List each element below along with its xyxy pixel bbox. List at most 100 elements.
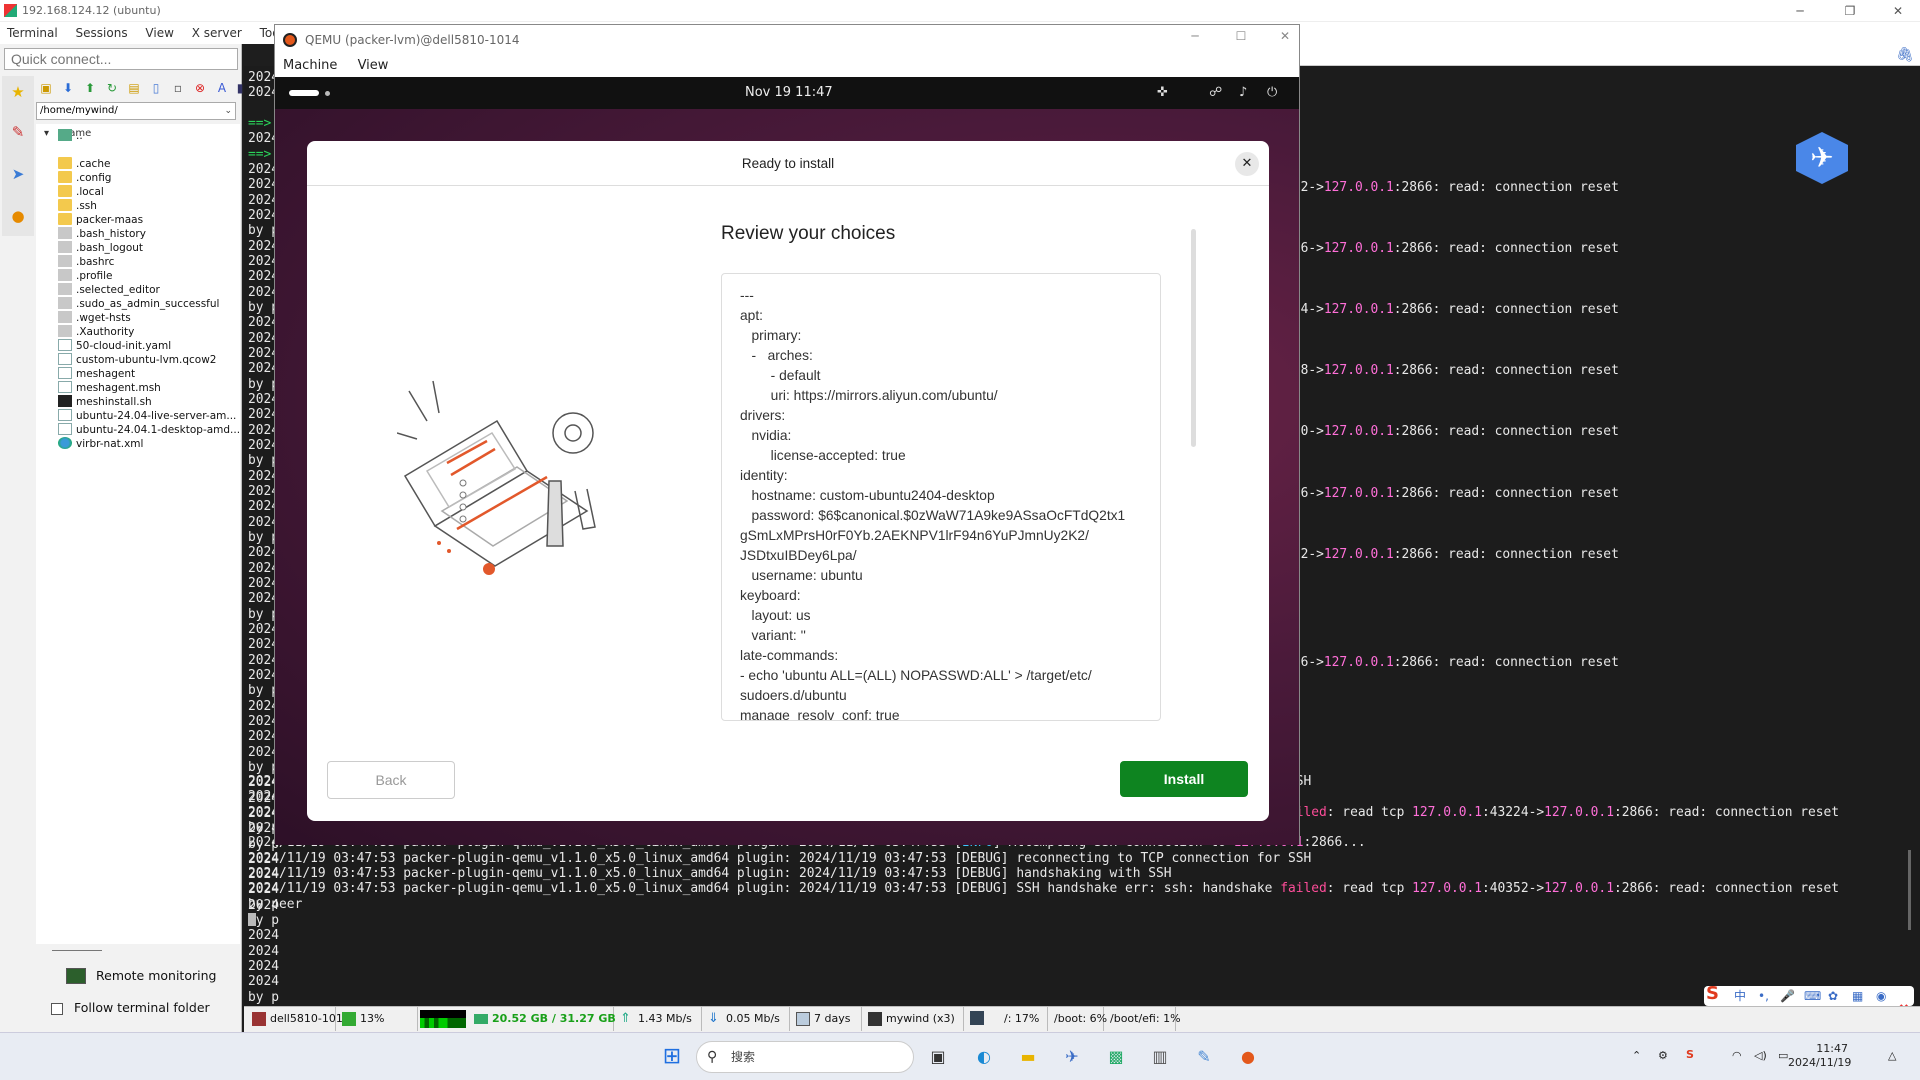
file-row[interactable]: .bash_history (58, 226, 240, 243)
file-row[interactable]: .bash_logout (58, 240, 240, 257)
dialog-close-icon[interactable]: ✕ (1235, 152, 1259, 176)
qemu-close-icon[interactable]: ✕ (1279, 29, 1291, 43)
file-row[interactable]: meshagent (58, 366, 240, 383)
install-button[interactable]: Install (1120, 761, 1248, 797)
follow-terminal-checkbox[interactable] (51, 1003, 63, 1015)
back-button[interactable]: Back (327, 761, 455, 799)
macro-icon[interactable]: ● (11, 207, 25, 225)
workspace-indicator[interactable] (289, 90, 319, 96)
mic-icon[interactable]: 🎤 (1780, 989, 1795, 1003)
task-view-icon[interactable]: ▣ (930, 1047, 946, 1066)
volume-icon[interactable]: ♪ (1239, 85, 1248, 100)
file-row[interactable]: ubuntu-24.04-live-server-am... (58, 408, 240, 425)
tray-sogou-icon[interactable]: S (1686, 1048, 1694, 1061)
file-name: .cache (76, 158, 111, 170)
file-row[interactable]: .Xauthority (58, 324, 240, 341)
sogou-icon[interactable]: S (1706, 983, 1719, 1004)
permissions-icon[interactable]: ▮ (236, 81, 244, 95)
quick-connect-input[interactable] (4, 48, 238, 70)
file-row[interactable]: .config (58, 170, 240, 187)
qemu-minimize-icon[interactable]: ─ (1191, 29, 1199, 43)
notification-bell-icon[interactable]: △ (1888, 1049, 1897, 1062)
tools-icon[interactable]: ✎ (11, 123, 25, 141)
edge-icon[interactable]: ◐ (977, 1047, 991, 1066)
explorer-icon[interactable]: ▬ (1020, 1047, 1036, 1066)
download-icon[interactable]: ⬇ (62, 81, 74, 95)
paperclip-icon[interactable]: 🖇 (1896, 47, 1914, 63)
file-row[interactable]: .cache (58, 156, 240, 173)
file-name: ubuntu-24.04.1-desktop-amd... (76, 424, 240, 436)
dialog-scrollbar[interactable] (1191, 229, 1196, 447)
toolbox-icon[interactable]: ▦ (1852, 989, 1864, 1003)
bird-taskbar-icon[interactable]: ✈ (1065, 1047, 1079, 1066)
keyboard-icon[interactable]: ⌨ (1804, 989, 1822, 1003)
file-row[interactable]: .profile (58, 268, 240, 285)
power-icon[interactable]: ⏻ (1267, 85, 1278, 100)
file-row[interactable]: .local (58, 184, 240, 201)
sftp-icon[interactable]: ➤ (11, 165, 25, 183)
star-icon[interactable]: ★ (11, 83, 25, 101)
upload-icon[interactable]: ⬆ (84, 81, 96, 95)
qemu-taskbar-icon[interactable]: ● (1241, 1047, 1255, 1066)
file-row[interactable]: 50-cloud-init.yaml (58, 338, 240, 355)
file-name: .profile (76, 270, 113, 282)
file-row[interactable]: .wget-hsts (58, 310, 240, 327)
battery-icon[interactable]: ▭ (1778, 1049, 1789, 1062)
speaker-icon[interactable]: ◁) (1754, 1049, 1767, 1062)
menu-qemu-view[interactable]: View (357, 58, 389, 73)
accessibility-icon[interactable]: ✜ (1157, 85, 1168, 100)
mobaxterm-taskbar-icon[interactable]: ▩ (1108, 1047, 1124, 1066)
file-row[interactable]: virbr-nat.xml (58, 436, 240, 453)
restore-icon[interactable]: ❐ (1844, 4, 1856, 18)
remote-monitoring-button[interactable]: Remote monitoring (96, 968, 217, 983)
refresh-icon[interactable]: ↻ (106, 81, 118, 95)
file-row[interactable]: meshinstall.sh (58, 394, 240, 411)
taskbar-clock[interactable]: 11:47 2024/11/19 (1788, 1042, 1851, 1070)
file-icon (58, 353, 72, 365)
file-row[interactable]: custom-ubuntu-lvm.qcow2 (58, 352, 240, 369)
qemu-maximize-icon[interactable]: ☐ (1235, 29, 1247, 43)
taskbar-search[interactable]: ⚲ 搜索 (696, 1041, 914, 1073)
chevron-down-icon[interactable]: ⌄ (224, 106, 232, 116)
menu-view[interactable]: View (145, 26, 174, 40)
menu-terminal[interactable]: Terminal (7, 26, 58, 40)
menu-x-server[interactable]: X server (191, 26, 242, 40)
files-header[interactable]: ▾ Name (44, 128, 92, 139)
terminal-taskbar-icon[interactable]: ▥ (1152, 1047, 1168, 1066)
new-folder-icon[interactable]: ▤ (128, 81, 140, 95)
file-icon (58, 367, 72, 379)
file-row[interactable]: ubuntu-24.04.1-desktop-amd... (58, 422, 240, 439)
autoinstall-config-box[interactable]: ---apt: primary: - arches: - default uri… (721, 273, 1161, 721)
file-row[interactable]: packer-maas (58, 212, 240, 229)
minimize-icon[interactable]: ─ (1796, 4, 1804, 18)
file-row[interactable]: .bashrc (58, 254, 240, 271)
workspace-dot[interactable] (325, 91, 330, 96)
path-input[interactable]: /home/mywind/ ⌄ (36, 102, 236, 120)
file-row[interactable]: meshagent.msh (58, 380, 240, 397)
terminal-text: 127.0.0.1 (1323, 485, 1394, 501)
terminal-scrollbar[interactable] (1908, 850, 1911, 930)
ime-mode[interactable]: 中 (1734, 989, 1747, 1003)
file-row[interactable]: .selected_editor (58, 282, 240, 299)
close-icon[interactable]: ✕ (1892, 4, 1904, 18)
tray-chevron-up-icon[interactable]: ⌃ (1632, 1049, 1642, 1062)
file-row[interactable]: .sudo_as_admin_successful (58, 296, 240, 313)
network-icon[interactable]: ☍ (1209, 85, 1223, 100)
skin-icon[interactable]: ✿ (1828, 989, 1839, 1003)
windows-start-icon[interactable]: ⊞ (662, 1044, 682, 1069)
gnome-clock[interactable]: Nov 19 11:47 (745, 85, 833, 100)
blank-icon[interactable]: ▫ (173, 81, 183, 95)
tray-ime-icon[interactable]: ⚙ (1658, 1049, 1668, 1062)
file-row[interactable]: .ssh (58, 198, 240, 215)
notepad-taskbar-icon[interactable]: ✎ (1197, 1047, 1211, 1066)
wifi-icon[interactable]: ◠ (1732, 1049, 1742, 1062)
new-file-icon[interactable]: ▯ (152, 81, 160, 95)
menu-sessions[interactable]: Sessions (75, 26, 128, 40)
ime-app-icon[interactable]: ◉ (1876, 989, 1887, 1003)
delete-icon[interactable]: ⊗ (194, 81, 206, 95)
folder-up-icon[interactable]: ▣ (40, 81, 52, 95)
punct-icon[interactable]: •, (1758, 989, 1769, 1003)
file-row[interactable]: .. (58, 128, 240, 145)
rename-icon[interactable]: A (217, 81, 227, 95)
menu-machine[interactable]: Machine (283, 58, 338, 73)
